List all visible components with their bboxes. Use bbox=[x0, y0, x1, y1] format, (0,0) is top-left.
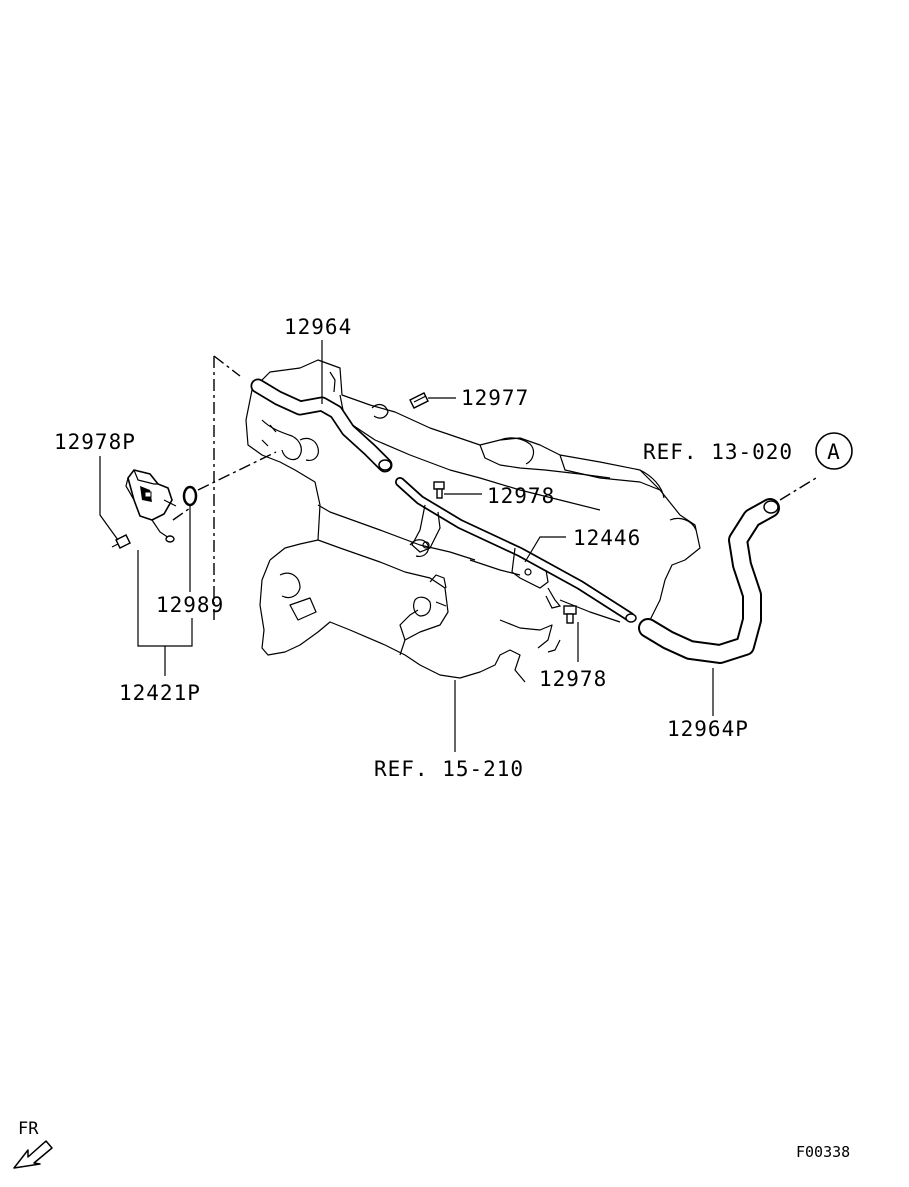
ref-15-210: REF. 15-210 bbox=[374, 757, 524, 781]
bolt-12978P bbox=[111, 534, 131, 549]
front-arrow-icon bbox=[13, 1140, 53, 1169]
label-12978P: 12978P bbox=[54, 430, 136, 454]
bolt-12978-lower bbox=[563, 605, 577, 624]
figure-code: F00338 bbox=[796, 1143, 850, 1161]
label-12964P: 12964P bbox=[667, 717, 749, 741]
assembly-dash-lines bbox=[172, 355, 817, 620]
circle-marker bbox=[815, 432, 853, 470]
ref-13-020: REF. 13-020 bbox=[643, 440, 793, 464]
label-12446: 12446 bbox=[573, 526, 641, 550]
label-12964: 12964 bbox=[284, 315, 352, 339]
label-12421P: 12421P bbox=[119, 681, 201, 705]
cap-12977 bbox=[409, 392, 429, 409]
hose-12964P bbox=[638, 498, 780, 664]
pipe-12446 bbox=[395, 477, 637, 623]
solenoid-valve-12421P bbox=[125, 469, 177, 543]
label-12977: 12977 bbox=[461, 386, 529, 410]
front-indicator-label: FR bbox=[18, 1119, 39, 1139]
hose-12964 bbox=[250, 378, 393, 473]
label-12978-lower: 12978 bbox=[539, 667, 607, 691]
label-12978-upper: 12978 bbox=[487, 484, 555, 508]
bolt-12978-upper bbox=[433, 481, 445, 499]
gasket-12989 bbox=[182, 485, 198, 507]
front-indicator: FR bbox=[13, 1119, 53, 1169]
label-12989: 12989 bbox=[156, 593, 224, 617]
circle-marker-label: A bbox=[827, 440, 841, 464]
leader-lines bbox=[99, 340, 714, 752]
